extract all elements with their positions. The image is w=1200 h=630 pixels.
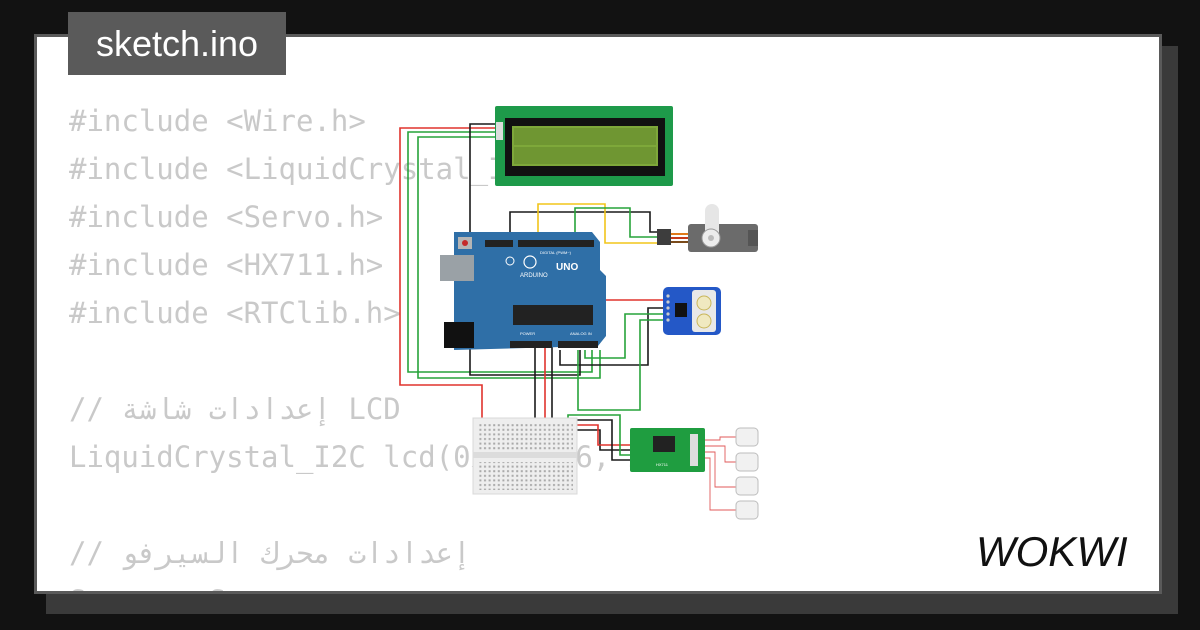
wire-yellow	[537, 203, 660, 244]
rtc-module	[663, 287, 721, 335]
wire-green	[574, 207, 660, 238]
code-line: // إعدادات محرك السيرفو	[69, 536, 471, 570]
digital-label: DIGITAL (PWM~)	[540, 250, 572, 255]
code-line: // إعدادات شاشة LCD	[69, 392, 401, 426]
lcd-display	[495, 106, 673, 186]
uno-label: UNO	[556, 262, 578, 273]
wire-red	[705, 457, 736, 511]
code-line: #include <RTClib.h>	[69, 296, 401, 330]
arduino-label: ARDUINO	[520, 273, 548, 279]
wire-black	[469, 123, 581, 376]
load-cells	[735, 427, 759, 520]
wire-red	[705, 436, 736, 441]
wire-black	[509, 211, 660, 238]
wire-red	[399, 127, 496, 425]
wire-black	[559, 307, 666, 366]
wire-green	[417, 136, 601, 379]
file-tab[interactable]: sketch.ino	[68, 12, 286, 75]
servo-motor	[657, 204, 758, 252]
wire-green	[577, 319, 666, 411]
wires	[399, 123, 736, 511]
wire-green	[584, 313, 666, 359]
svg-text:WOKWI: WOKWI	[976, 530, 1128, 575]
power-label: POWER	[520, 331, 535, 336]
code-line: Servo myServo;	[69, 577, 680, 591]
arduino-uno: UNO ARDUINO DIGITAL (PWM~) ANALOG IN POW…	[440, 232, 606, 350]
hx711-module: HX711	[630, 428, 705, 472]
breadboard	[472, 417, 578, 495]
wire-black	[574, 419, 630, 461]
wire-red	[560, 424, 630, 446]
wokwi-logo: WOKWI	[976, 530, 1128, 575]
wire-black	[551, 345, 630, 451]
wire-red	[705, 451, 736, 488]
code-line: #include <HX711.h>	[69, 248, 384, 282]
hx711-label: HX711	[656, 462, 669, 467]
code-line: #include <Servo.h>	[69, 200, 384, 234]
code-line: #include <Wire.h>	[69, 104, 366, 138]
analog-label: ANALOG IN	[570, 331, 592, 336]
wire-red	[705, 445, 736, 463]
